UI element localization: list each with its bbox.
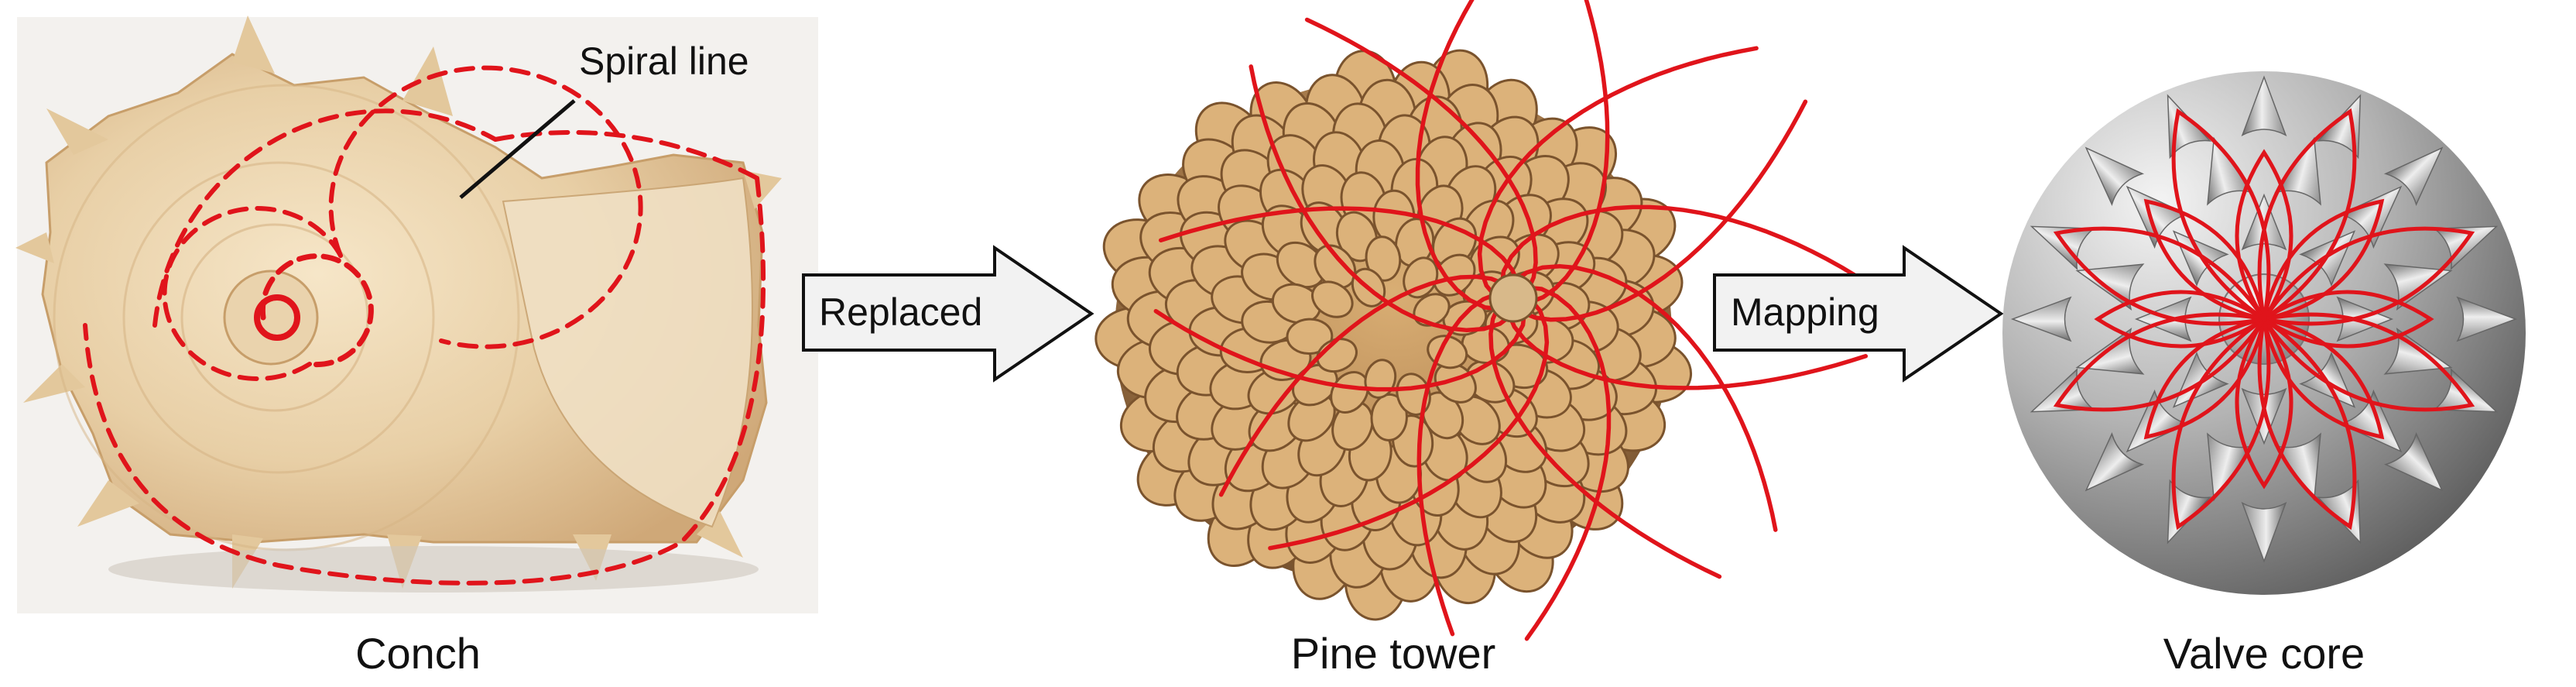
pine-scale (1314, 244, 1357, 289)
mapping-arrow-label: Mapping (1731, 290, 1879, 334)
pine-spiral-line (1506, 311, 1869, 390)
valve-panel: Valve core (2002, 71, 2526, 678)
valve-petal-line (2053, 226, 2268, 326)
pine-caption: Pine tower (1291, 629, 1496, 678)
pine-spiral-line (1158, 206, 1520, 286)
conch-caption: Conch (355, 629, 481, 678)
pine-spiral-line (1153, 307, 1527, 392)
valve-petal-line (2261, 198, 2385, 322)
pine-cone-illustration (1094, 49, 1693, 621)
pine-scale (1365, 235, 1402, 282)
valve-petal-line (2171, 108, 2271, 323)
valve-petal-line (2053, 312, 2268, 412)
valve-petal-line (2260, 226, 2475, 326)
pine-scale (1370, 393, 1408, 441)
pine-spiral-line (1477, 46, 1759, 301)
pine-scale (1330, 371, 1369, 414)
conch-spiral-line (83, 65, 766, 586)
pine-spiral-line (1304, 17, 1538, 294)
valve-spike (2241, 75, 2287, 137)
mapping-arrow: Mapping (1713, 245, 2004, 383)
pine-spiral-line (1268, 296, 1550, 551)
pine-scale (1276, 241, 1326, 289)
pine-spiral-line (1249, 64, 1516, 333)
pine-spiral-line (1523, 285, 1612, 641)
valve-petal-line (2261, 316, 2385, 440)
valve-spike (2241, 501, 2287, 563)
valve-petal-line (2257, 108, 2357, 323)
valve-spike (2383, 146, 2444, 207)
valve-spike (2134, 296, 2192, 342)
valve-petal-line (2094, 290, 2268, 349)
spiral-line-label: Spiral line (579, 40, 749, 83)
pine-spiral-lines (1153, 0, 1873, 641)
valve-spike (2084, 146, 2145, 207)
valve-petal-line (2143, 198, 2267, 322)
pine-scale (1433, 253, 1476, 297)
valve-petal-line (2260, 312, 2475, 412)
valve-petal-line (2143, 316, 2267, 440)
pine-spiral-line (1519, 99, 1808, 322)
pine-spiral-line (1416, 291, 1500, 637)
pine-spiral-line (1499, 204, 1873, 290)
valve-petal-line (2257, 315, 2357, 531)
pine-scale (1311, 280, 1354, 318)
pine-cone-center (1488, 273, 1538, 323)
valve-spike (2456, 296, 2518, 342)
valve-petal-line (2235, 315, 2293, 489)
valve-petal-line (2171, 315, 2271, 531)
pine-spiral-line (1218, 274, 1508, 497)
valve-caption: Valve core (2163, 629, 2365, 678)
spiral-line-leader (459, 99, 576, 199)
replaced-arrow-label: Replaced (819, 290, 982, 334)
pine-spiral-line (1526, 0, 1610, 305)
valve-spike (2433, 225, 2499, 270)
pine-panel: Pine tower (1094, 0, 1873, 678)
pine-spiral-line (1415, 0, 1504, 311)
pine-spiral-line (1488, 303, 1722, 579)
valve-spike (2084, 431, 2145, 492)
valve-petal-line (2235, 149, 2293, 323)
valve-spike (2383, 431, 2444, 492)
pine-scale (1286, 318, 1334, 356)
valve-spike (2010, 296, 2072, 342)
valve-spike (2030, 368, 2095, 413)
pine-spiral-line (1511, 263, 1778, 532)
conch-panel: Spiral line Conch (15, 15, 818, 678)
valve-spike (2336, 296, 2394, 342)
valve-petal-line (2260, 290, 2434, 349)
valve-petal-lines (2053, 108, 2475, 531)
replaced-arrow: Replaced (802, 245, 1094, 383)
